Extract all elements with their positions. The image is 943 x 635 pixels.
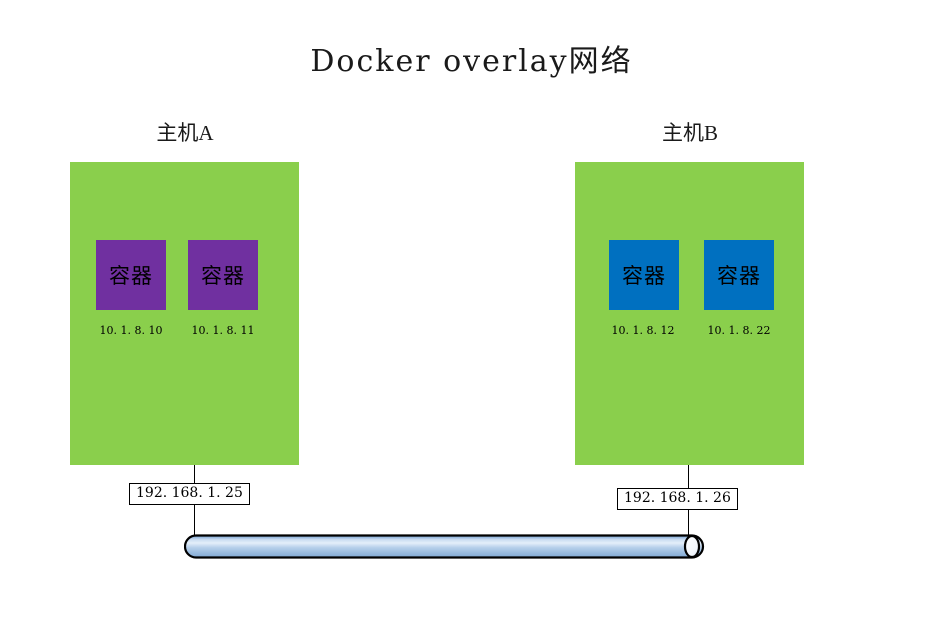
host-a-ip-badge: 192. 168. 1. 25 bbox=[129, 483, 250, 505]
host-b-ip-badge: 192. 168. 1. 26 bbox=[617, 488, 738, 510]
network-bus-shape bbox=[184, 534, 705, 559]
container-a2-ip: 10. 1. 8. 11 bbox=[191, 324, 255, 337]
container-a1: 容器 bbox=[96, 240, 166, 310]
container-a1-label: 容器 bbox=[109, 264, 153, 288]
container-b2: 容器 bbox=[704, 240, 774, 310]
page-title: Docker overlay网络 bbox=[310, 44, 633, 79]
container-b2-ip: 10. 1. 8. 22 bbox=[707, 324, 771, 337]
container-b1-ip: 10. 1. 8. 12 bbox=[611, 324, 675, 337]
host-label-a: 主机A bbox=[156, 121, 214, 145]
container-a2: 容器 bbox=[188, 240, 258, 310]
container-a2-label: 容器 bbox=[201, 264, 245, 288]
container-a1-ip: 10. 1. 8. 10 bbox=[99, 324, 163, 337]
container-b2-label: 容器 bbox=[717, 264, 761, 288]
container-b1-label: 容器 bbox=[622, 264, 666, 288]
network-bus bbox=[184, 534, 707, 559]
host-box-b bbox=[575, 162, 804, 465]
host-label-b: 主机B bbox=[661, 121, 718, 145]
host-box-a bbox=[70, 162, 299, 465]
container-b1: 容器 bbox=[609, 240, 679, 310]
